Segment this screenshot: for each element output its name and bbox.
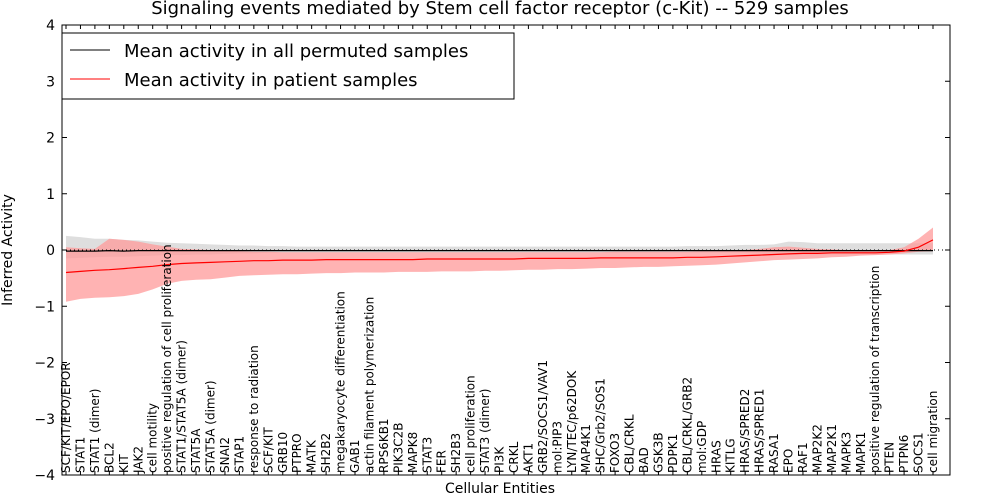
x-tick-label: mol:PIP3 (550, 421, 564, 473)
x-tick-label: STAT5A (dimer) (204, 380, 218, 473)
x-tick-label: MAPK1 (854, 432, 868, 473)
confidence-bands (66, 227, 933, 302)
x-tick-label: HRAS (709, 440, 723, 473)
x-tick-label: MATK (305, 439, 319, 473)
x-tick-label: RPS6KB1 (377, 418, 391, 473)
x-axis-label: Cellular Entities (445, 481, 555, 497)
legend-box (61, 32, 515, 100)
x-tick-label: positive regulation of cell proliferatio… (160, 244, 174, 473)
x-tick-label: STAT5A (189, 428, 203, 473)
x-tick-label: STAT1 (74, 437, 88, 473)
x-tick-label: megakaryocyte differentiation (334, 291, 348, 473)
x-tick-label: PTPRO (290, 433, 304, 473)
x-tick-label: FER (435, 450, 449, 473)
x-tick-label: LYN/TEC/p62DOK (565, 370, 579, 473)
x-tick-label: PI3K (493, 446, 507, 473)
x-tick-label: cell motility (146, 403, 160, 473)
x-tick-label: GRB2/SOCS1/VAV1 (536, 360, 550, 473)
legend: Mean activity in all permuted samples Me… (61, 32, 515, 100)
x-tick-label: GRB10 (276, 432, 290, 473)
patient-confidence-band (66, 227, 933, 302)
x-tick-label: SCF/KIT/EPO/EPOR (59, 362, 73, 473)
y-axis: −4 −3 −2 −1 0 1 2 3 4 (34, 18, 950, 484)
legend-label-patient: Mean activity in patient samples (124, 70, 418, 91)
x-tick-label: STAT3 (420, 437, 434, 473)
x-tick-label: MAP2K2 (810, 424, 824, 473)
x-tick-label: cell proliferation (464, 375, 478, 473)
x-tick-label: response to radiation (247, 345, 261, 473)
x-tick-label: STAT3 (dimer) (478, 389, 492, 473)
x-tick-label: GSK3B (652, 432, 666, 473)
x-tick-label: CBL/CRKL/GRB2 (680, 377, 694, 473)
x-tick-label: PIK3C2B (391, 422, 405, 473)
x-tick-label: KIT (117, 454, 131, 473)
x-tick-label: AKT1 (521, 443, 535, 473)
y-tick-label: 2 (46, 131, 55, 147)
x-tick-label: JAK2 (131, 446, 145, 474)
series-lines (62, 239, 950, 274)
x-tick-label: KITLG (724, 438, 738, 473)
x-tick-label: SCF/KIT (261, 427, 275, 473)
x-tick-label: SH2B2 (319, 433, 333, 473)
y-tick-label: 0 (46, 243, 55, 259)
permuted-mean-line (66, 249, 933, 252)
y-tick-label: 4 (46, 18, 55, 34)
x-tick-label: STAT1 (dimer) (88, 389, 102, 473)
x-tick-label: RASA1 (767, 433, 781, 473)
x-tick-label: EPO (782, 449, 796, 473)
y-tick-label: −1 (34, 299, 55, 315)
y-tick-label: 1 (46, 187, 55, 203)
x-tick-label: PTEN (883, 442, 897, 473)
x-tick-label: RAF1 (796, 442, 810, 473)
x-tick-label: HRAS/SPRED2 (738, 389, 752, 473)
x-tick-label: BAD (637, 447, 651, 473)
x-tick-label: PDPK1 (666, 434, 680, 473)
x-tick-label: mol:GDP (695, 421, 709, 473)
x-tick-label: MAPK3 (839, 432, 853, 473)
x-tick-label: BCL2 (102, 442, 116, 473)
x-tick-label: GAB1 (348, 440, 362, 473)
x-tick-label: SHC/Grb2/SOS1 (594, 378, 608, 473)
x-axis-ticks (65, 25, 934, 475)
x-tick-label: FOXO3 (608, 433, 622, 473)
y-axis-label: Inferred Activity (0, 194, 16, 306)
x-tick-label: positive regulation of transcription (868, 266, 882, 473)
x-tick-label: SH2B3 (449, 433, 463, 473)
x-tick-label: PTPN6 (897, 435, 911, 473)
y-tick-label: −4 (34, 468, 55, 484)
x-tick-label: CRKL (507, 441, 521, 473)
x-tick-label: MAP4K1 (579, 424, 593, 473)
x-tick-label: STAT1/STAT5A (dimer) (175, 340, 189, 473)
y-tick-label: −2 (34, 356, 55, 372)
legend-label-permuted: Mean activity in all permuted samples (124, 41, 468, 62)
x-tick-label: HRAS/SPRED1 (753, 389, 767, 473)
y-tick-label: −3 (34, 412, 55, 428)
patient-mean-line (65, 239, 934, 274)
x-tick-label: MAP2K1 (825, 424, 839, 473)
x-tick-label: SOCS1 (912, 432, 926, 473)
chart-title: Signaling events mediated by Stem cell f… (151, 0, 849, 19)
y-tick-label: 3 (46, 74, 55, 90)
x-tick-label: STAP1 (232, 436, 246, 473)
x-tick-label: CBL/CRKL (623, 414, 637, 473)
x-tick-label: MAPK8 (406, 432, 420, 473)
x-tick-label: cell migration (926, 391, 940, 473)
x-tick-label: actin filament polymerization (362, 297, 376, 473)
x-tick-label: SNAI2 (218, 437, 232, 473)
